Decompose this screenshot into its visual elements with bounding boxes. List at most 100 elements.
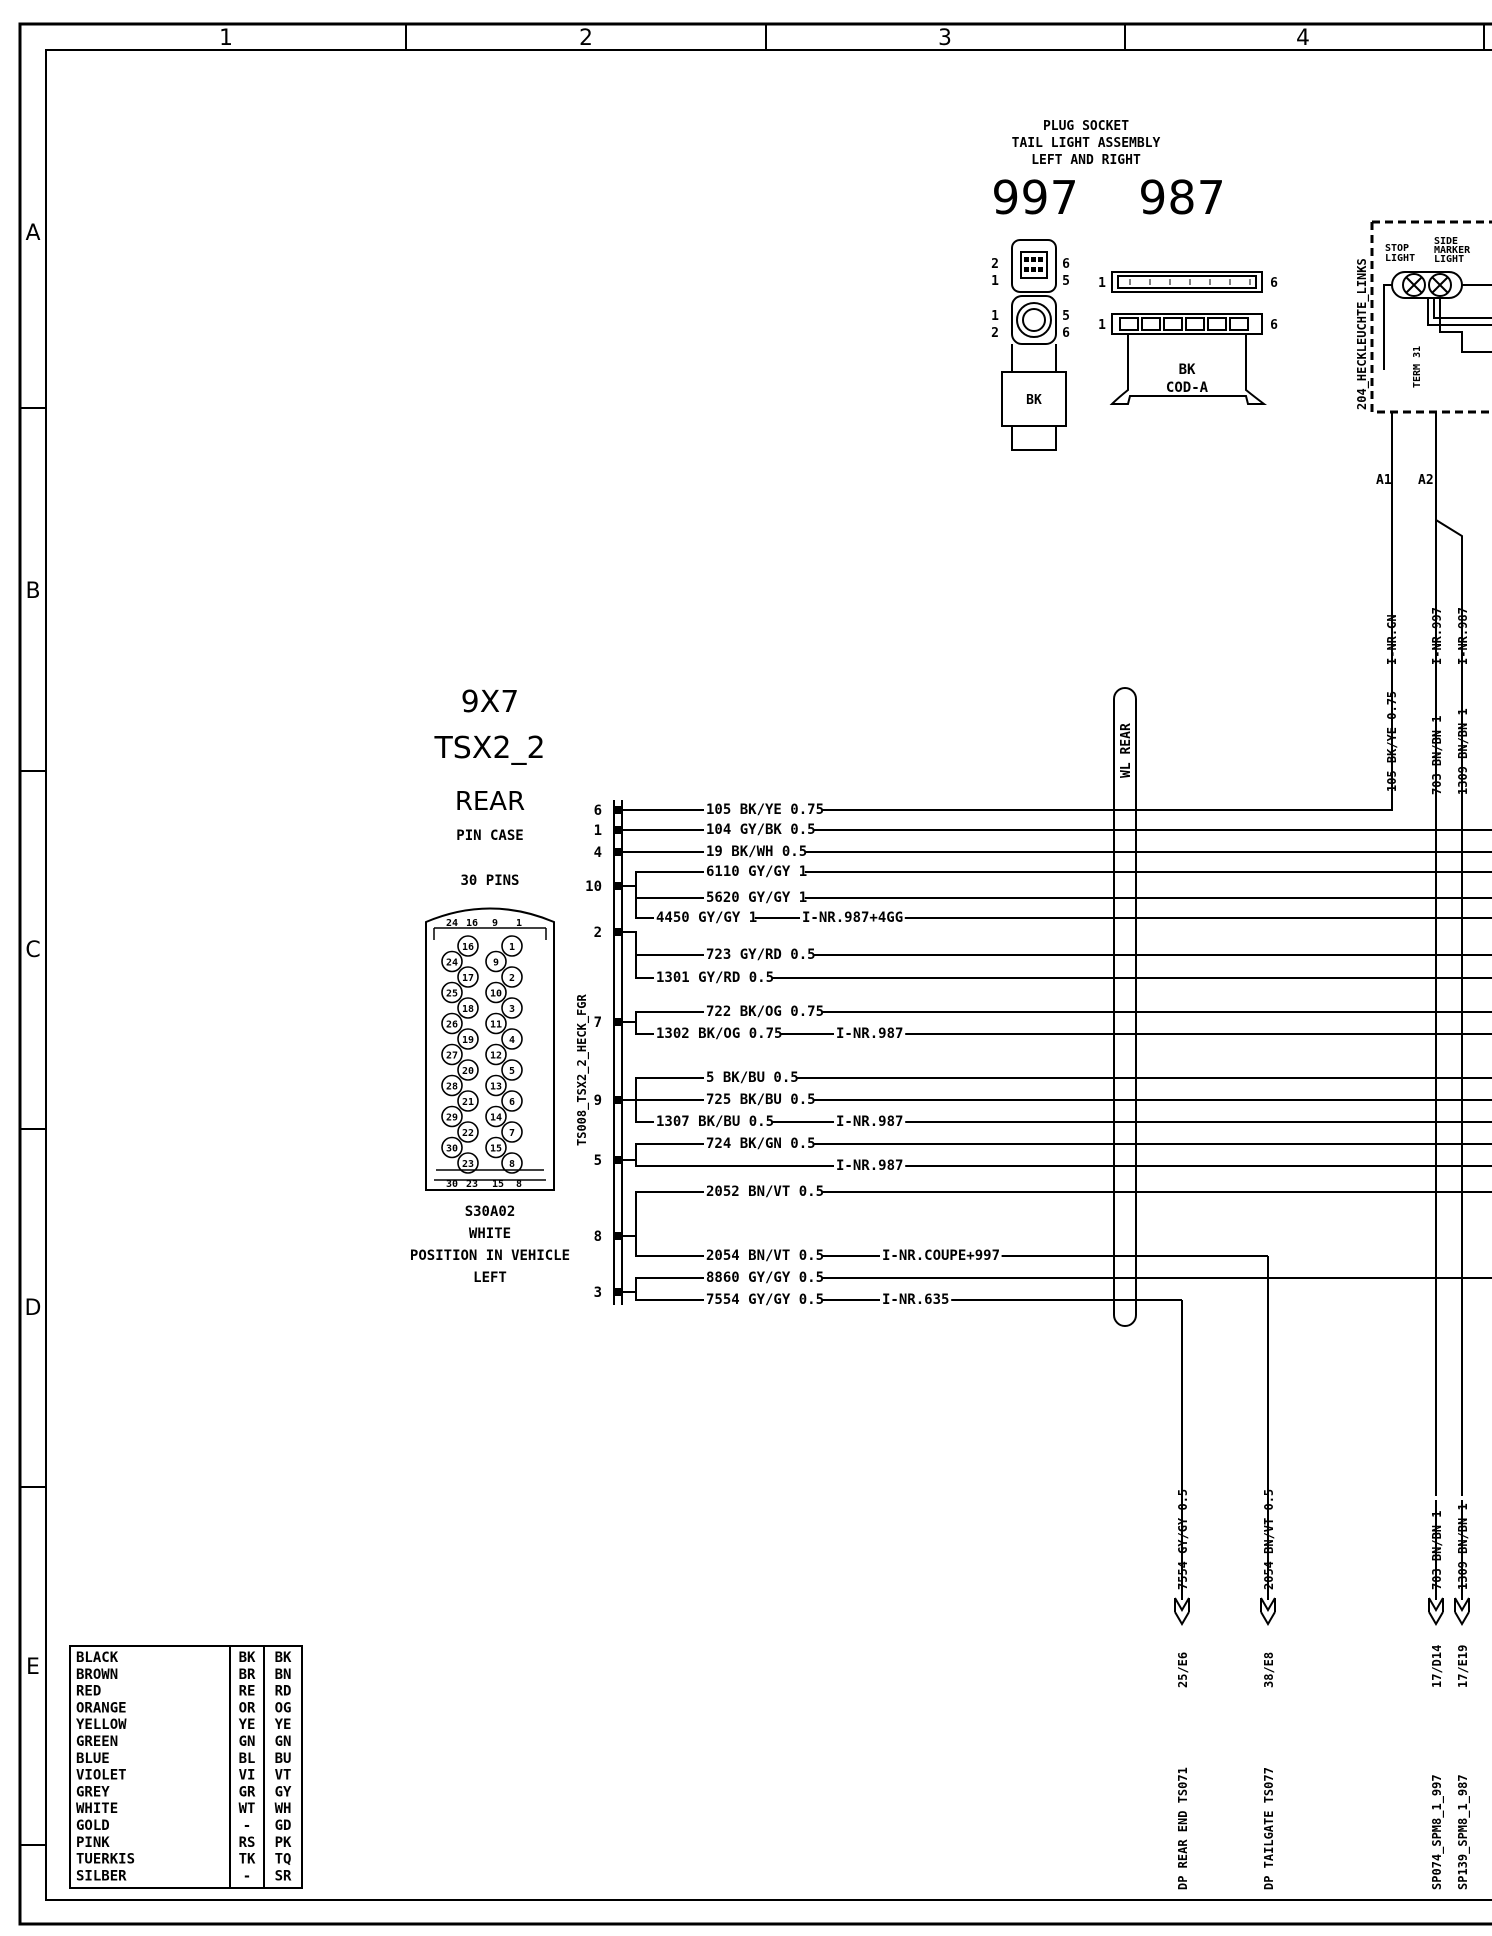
- connector-pin-label: 24: [446, 958, 458, 969]
- plug-997-pin: 6: [1062, 326, 1070, 341]
- connector-pin: [501, 935, 523, 957]
- wire-label-bg: [704, 1091, 814, 1105]
- plug-997-pin: 2: [991, 257, 999, 272]
- connector-pin: [485, 1043, 507, 1066]
- connector-pin: [485, 1105, 507, 1128]
- legend-code-de: BR: [239, 1667, 256, 1683]
- wire-label-bg: [704, 946, 814, 960]
- connector-bottom-pin: 30: [446, 1179, 458, 1190]
- connector-body-edge: [433, 927, 547, 1181]
- connector-pin-label: 25: [446, 989, 458, 1000]
- drop-destination: DP TAILGATE TS077: [1262, 1767, 1276, 1890]
- drop-terminal: [1260, 1597, 1276, 1626]
- connector-pin-label: 10: [490, 989, 502, 1000]
- legend-code-en: VT: [275, 1768, 292, 1784]
- connector-pin-label: 13: [490, 1082, 502, 1093]
- plug-model-997: 997: [991, 171, 1079, 225]
- connector-pin: [457, 1028, 479, 1050]
- wire-label: 1301 GY/RD 0.5: [656, 970, 774, 986]
- pin-number: 3: [594, 1285, 602, 1301]
- legend-code-en: PK: [275, 1835, 292, 1851]
- wire-a2a-note: I-NR.997: [1430, 607, 1444, 665]
- wire-label: 6110 GY/GY 1: [706, 864, 807, 880]
- connector-pin: [485, 981, 507, 1004]
- wire-note: I-NR.635: [882, 1292, 949, 1308]
- wire-label: 19 BK/WH 0.5: [706, 844, 807, 860]
- pin-number: 10: [585, 879, 602, 895]
- connector-pin-label: 22: [462, 1128, 474, 1139]
- plug-987-pin: 6: [1270, 276, 1278, 291]
- legend-color-name: WHITE: [76, 1801, 118, 1817]
- connector-pin-label: 11: [490, 1020, 502, 1031]
- plug-997-pin: 5: [1062, 309, 1070, 324]
- drop-destination: SP074_SPM8_1_997: [1430, 1774, 1445, 1890]
- wire-label-bg: [704, 1183, 822, 1197]
- connector-pin-label: 15: [490, 1144, 502, 1155]
- connector-pin: [441, 1136, 463, 1159]
- module-wires: [1378, 412, 1463, 1496]
- legend-code-en: YE: [275, 1717, 292, 1733]
- drop-destination: DP REAR END TS071: [1176, 1767, 1190, 1890]
- legend-color-name: GREY: [76, 1784, 110, 1800]
- connector-pin-label: 20: [462, 1066, 474, 1077]
- connector-top-pin: 1: [516, 918, 522, 929]
- legend-code-de: -: [243, 1818, 251, 1834]
- connector-pin: [441, 1074, 463, 1097]
- drop-wire-label: 7554 GY/GY 0.5: [1176, 1489, 1190, 1590]
- drop-ref: 25/E6: [1176, 1652, 1190, 1688]
- wire-label-bg: [704, 1135, 814, 1149]
- connector-pin-label: 5: [509, 1066, 515, 1077]
- wire-label: 1307 BK/BU 0.5: [656, 1114, 774, 1130]
- connector-color: WHITE: [469, 1226, 511, 1242]
- legend-color-name: BROWN: [76, 1667, 118, 1683]
- legend-color-name: BLUE: [76, 1751, 110, 1767]
- plug-997-pin: 1: [991, 274, 999, 289]
- wire-note-bg: [880, 1291, 952, 1305]
- plug-title-line: PLUG SOCKET: [1043, 119, 1129, 134]
- drop-ref: 17/D14: [1430, 1645, 1444, 1688]
- wire-note: I-NR.COUPE+997: [882, 1248, 1000, 1264]
- connector-pin: [441, 981, 463, 1004]
- wire-note: I-NR.987+4GG: [802, 910, 903, 926]
- plug-987-color: COD-A: [1166, 380, 1209, 396]
- connector-pin-label: 30: [446, 1144, 458, 1155]
- legend-code-en: GN: [275, 1734, 292, 1750]
- plug-987-color: BK: [1179, 362, 1196, 378]
- connector-pin: [485, 1074, 507, 1097]
- pin-dot: [614, 806, 622, 814]
- stop-light-label: STOP: [1385, 243, 1409, 254]
- connector-pin-label: 8: [509, 1159, 515, 1170]
- legend-color-name: GOLD: [76, 1818, 110, 1834]
- legend-color-name: BLACK: [76, 1650, 119, 1666]
- plug-997-pin: 5: [1062, 274, 1070, 289]
- connector-pin-label: 6: [509, 1097, 515, 1108]
- connector-pin-label: 4: [509, 1035, 515, 1046]
- wire: [622, 1159, 1492, 1167]
- connector-pin-label: 19: [462, 1035, 474, 1046]
- grid-col-label: 3: [938, 26, 952, 51]
- grid-row-label: E: [26, 1655, 40, 1680]
- pin-number: 6: [594, 803, 602, 819]
- wl-rear-label: WL REAR: [1119, 723, 1134, 778]
- wire-label: 1302 BK/OG 0.75: [656, 1026, 782, 1042]
- connector-top-pin: 24: [446, 918, 458, 929]
- connector-pin-label: 27: [446, 1051, 458, 1062]
- pin-dot: [614, 1156, 622, 1164]
- wire-a1-note: I-NR.GN: [1385, 614, 1399, 665]
- legend-code-de: BL: [239, 1751, 256, 1767]
- legend-code-de: YE: [239, 1717, 256, 1733]
- wire-label-bg: [704, 1291, 822, 1305]
- plug-title-line: LEFT AND RIGHT: [1031, 153, 1141, 168]
- legend-code-en: TQ: [275, 1852, 292, 1868]
- legend-code-en: BU: [275, 1751, 292, 1767]
- legend-color-name: RED: [76, 1684, 101, 1700]
- legend-code-en: SR: [275, 1868, 292, 1884]
- connector-pin-label: 17: [462, 973, 474, 984]
- wire-label: 5 BK/BU 0.5: [706, 1070, 799, 1086]
- plug-997-drawing: [1001, 239, 1067, 451]
- connector-pin-label: 7: [509, 1128, 515, 1139]
- plug-987-drawing: [1109, 271, 1267, 405]
- wire-a1-label: 105 BK/YE 0.75: [1385, 691, 1399, 792]
- connector-pin: [501, 966, 523, 988]
